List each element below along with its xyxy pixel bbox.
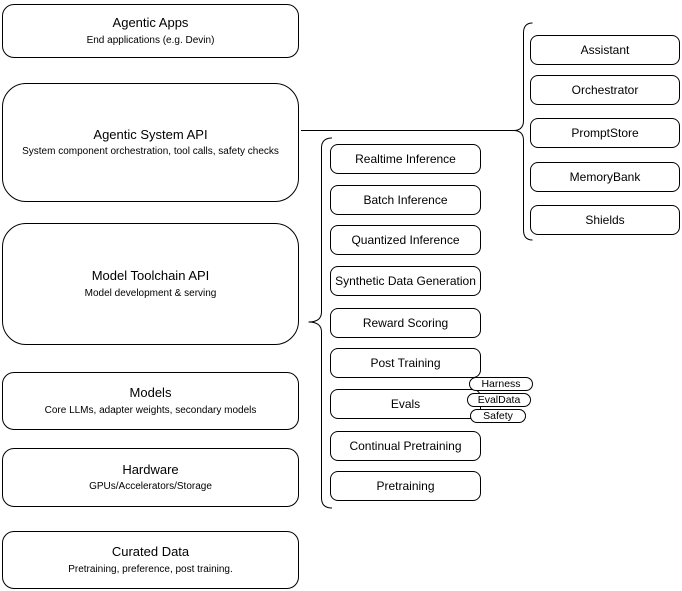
- layer-box-hardware: Hardware GPUs/Accelerators/Storage: [2, 448, 299, 507]
- layer-box-models: Models Core LLMs, adapter weights, secon…: [2, 372, 299, 430]
- layer-title: Curated Data: [111, 544, 190, 560]
- toolchain-item-post-training: Post Training: [330, 348, 481, 378]
- toolchain-item-pretraining: Pretraining: [330, 471, 481, 501]
- eval-tag-harness: Harness: [469, 377, 533, 391]
- toolchain-item-label: Post Training: [370, 356, 441, 370]
- layer-box-agentic-apps: Agentic Apps End applications (e.g. Devi…: [2, 4, 299, 58]
- toolchain-item-label: Continual Pretraining: [349, 439, 462, 453]
- layer-title: Models: [129, 385, 172, 401]
- toolchain-item-label: Synthetic Data Generation: [335, 274, 476, 288]
- layer-subtitle: Core LLMs, adapter weights, secondary mo…: [44, 404, 257, 416]
- eval-tag-evaldata: EvalData: [467, 393, 531, 407]
- component-shields: Shields: [530, 205, 680, 235]
- layer-title: Model Toolchain API: [91, 268, 210, 284]
- layer-box-curated-data: Curated Data Pretraining, preference, po…: [2, 531, 299, 589]
- layer-subtitle: System component orchestration, tool cal…: [22, 146, 279, 158]
- layer-subtitle: Pretraining, preference, post training.: [68, 563, 233, 575]
- toolchain-item-quantized-inference: Quantized Inference: [330, 225, 481, 255]
- eval-tag-safety: Safety: [470, 409, 526, 423]
- layer-box-agentic-system-api: Agentic System API System component orch…: [2, 83, 299, 202]
- layer-title: Hardware: [122, 461, 179, 477]
- layer-subtitle: GPUs/Accelerators/Storage: [89, 481, 212, 493]
- component-memorybank: MemoryBank: [530, 162, 680, 192]
- toolchain-item-continual-pretraining: Continual Pretraining: [330, 431, 481, 461]
- toolchain-item-batch-inference: Batch Inference: [330, 185, 481, 215]
- toolchain-item-reward-scoring: Reward Scoring: [330, 308, 481, 338]
- toolchain-item-realtime-inference: Realtime Inference: [330, 144, 481, 174]
- eval-tag-label: Safety: [483, 410, 513, 422]
- layer-box-model-toolchain-api: Model Toolchain API Model development & …: [2, 223, 299, 345]
- component-orchestrator: Orchestrator: [530, 75, 680, 105]
- toolchain-item-label: Batch Inference: [363, 193, 448, 207]
- layer-title: Agentic Apps: [112, 15, 189, 31]
- component-promptstore: PromptStore: [530, 118, 680, 148]
- toolchain-item-label: Evals: [390, 397, 421, 411]
- layer-subtitle: Model development & serving: [84, 287, 217, 299]
- component-label: Shields: [585, 213, 625, 227]
- toolchain-item-evals: Evals: [330, 389, 481, 419]
- toolchain-item-label: Reward Scoring: [362, 316, 449, 330]
- toolchain-item-label: Quantized Inference: [351, 233, 460, 247]
- component-label: Orchestrator: [571, 83, 639, 97]
- component-assistant: Assistant: [530, 35, 680, 65]
- toolchain-item-label: Pretraining: [376, 479, 435, 493]
- eval-tag-label: EvalData: [477, 394, 521, 406]
- component-label: MemoryBank: [569, 170, 641, 184]
- component-label: PromptStore: [571, 126, 639, 140]
- layer-subtitle: End applications (e.g. Devin): [86, 34, 215, 46]
- toolchain-item-synthetic-data-generation: Synthetic Data Generation: [330, 266, 481, 296]
- toolchain-item-label: Realtime Inference: [355, 152, 456, 166]
- layer-title: Agentic System API: [93, 126, 208, 142]
- component-label: Assistant: [580, 43, 630, 57]
- eval-tag-label: Harness: [481, 378, 521, 390]
- toolchain-curly-brace: [308, 137, 333, 509]
